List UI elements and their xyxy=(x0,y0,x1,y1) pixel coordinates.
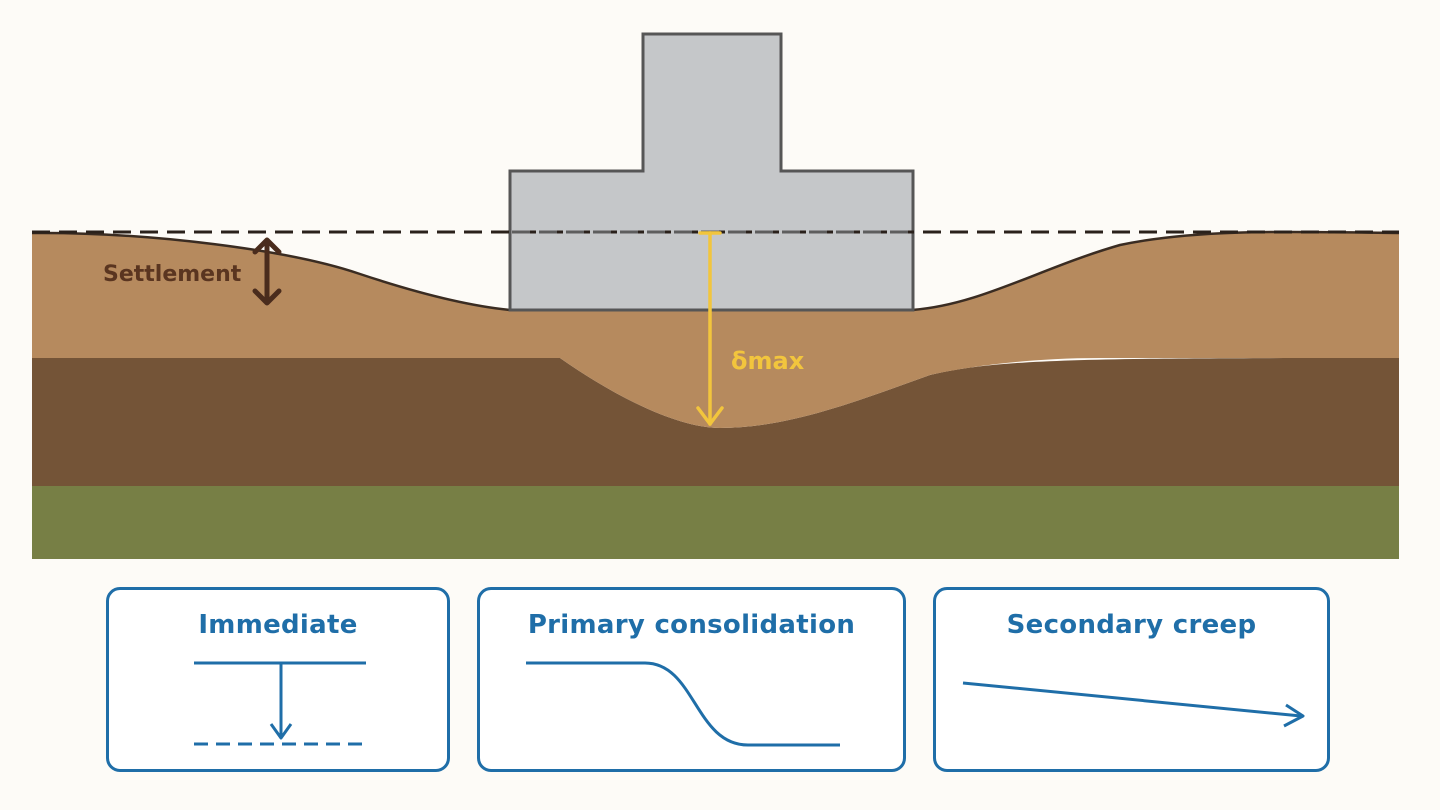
s-curve-icon xyxy=(526,661,840,747)
panel-title: Secondary creep xyxy=(1006,610,1257,640)
panel-title: Primary consolidation xyxy=(527,610,856,640)
settlement-label: Settlement xyxy=(103,262,242,287)
panel-immediate: Immediate xyxy=(106,587,450,772)
panel-secondary-creep: Secondary creep xyxy=(933,587,1330,772)
soil-profile xyxy=(31,32,1400,559)
foundation-block xyxy=(508,32,915,312)
dmax-label: δmax xyxy=(731,347,805,375)
top-soil-layer xyxy=(32,231,1399,428)
panel-title: Immediate xyxy=(198,610,358,640)
step-down-arrow-icon xyxy=(194,661,366,746)
bottom-soil-layer xyxy=(32,484,1399,559)
settlement-arrow-icon xyxy=(252,237,282,306)
sloped-arrow-icon xyxy=(962,681,1305,728)
panel-primary-consolidation: Primary consolidation xyxy=(477,587,906,772)
middle-soil-layer xyxy=(32,358,1399,486)
dmax-arrow-icon xyxy=(696,231,724,426)
